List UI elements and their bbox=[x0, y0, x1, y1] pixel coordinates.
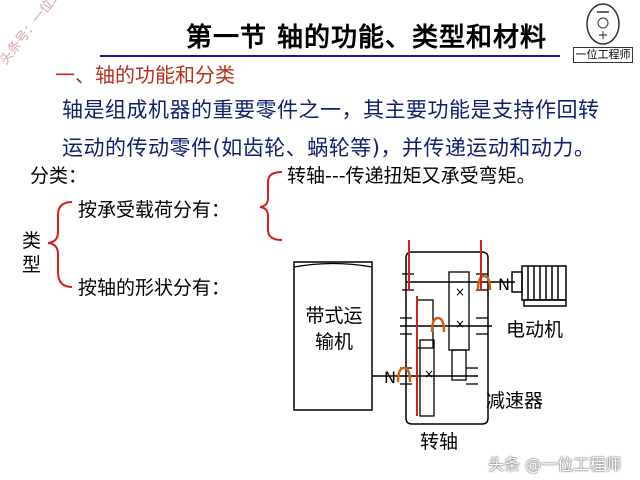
title-underline bbox=[100, 55, 560, 57]
logo: 一位工程师 bbox=[573, 2, 633, 66]
diagonal-watermark: 头条号：一位工程师 bbox=[0, 0, 82, 68]
reducer-label: 减速器 bbox=[486, 390, 544, 412]
coupling-mark-right: N bbox=[498, 275, 510, 294]
logo-emblem-icon bbox=[586, 3, 620, 45]
gear-upper-left bbox=[416, 299, 434, 349]
section-heading: 一、轴的功能和分类 bbox=[55, 63, 235, 87]
coupling-icons bbox=[396, 274, 492, 383]
conveyor-wave bbox=[293, 262, 373, 268]
by-shape-label: 按轴的形状分有： bbox=[78, 277, 231, 299]
coupling-mark-left: N bbox=[384, 368, 396, 387]
pinion-low bbox=[451, 349, 467, 381]
section-markers bbox=[408, 240, 482, 416]
shaft-label: 转轴 bbox=[420, 431, 459, 453]
rotating-shaft-definition: 转轴---传递扭矩又承受弯矩。 bbox=[287, 165, 536, 187]
gear-cross-2: × bbox=[455, 317, 465, 331]
paragraph-line-2: 运动的传动零件(如齿轮、蜗轮等)，并传递运动和动力。 bbox=[62, 136, 596, 160]
logo-caption: 一位工程师 bbox=[573, 47, 633, 63]
page-title: 第一节 轴的功能、类型和材料 bbox=[186, 23, 548, 53]
gear-cross-3: × bbox=[424, 367, 434, 381]
footer-watermark: 头条 @一位工程师 bbox=[488, 455, 622, 474]
reducer-housing bbox=[405, 251, 489, 425]
motor-label: 电动机 bbox=[506, 319, 564, 341]
gear-cross-1: × bbox=[455, 285, 465, 299]
by-load-label: 按承受载荷分有： bbox=[78, 199, 231, 221]
type-char-1: 类 bbox=[22, 230, 42, 252]
type-char-2: 型 bbox=[22, 254, 42, 276]
gear-lower bbox=[419, 339, 435, 417]
conveyor-label: 带式运输机 bbox=[305, 305, 363, 353]
bearings bbox=[400, 273, 488, 385]
gear-upper-right bbox=[448, 271, 470, 351]
motor-icon bbox=[511, 265, 567, 307]
shaft-brace bbox=[259, 171, 283, 241]
classification-label: 分类： bbox=[30, 165, 88, 187]
paragraph-line-1: 轴是组成机器的重要零件之一，其主要功能是支持作回转 bbox=[62, 98, 600, 122]
type-brace bbox=[47, 201, 73, 288]
